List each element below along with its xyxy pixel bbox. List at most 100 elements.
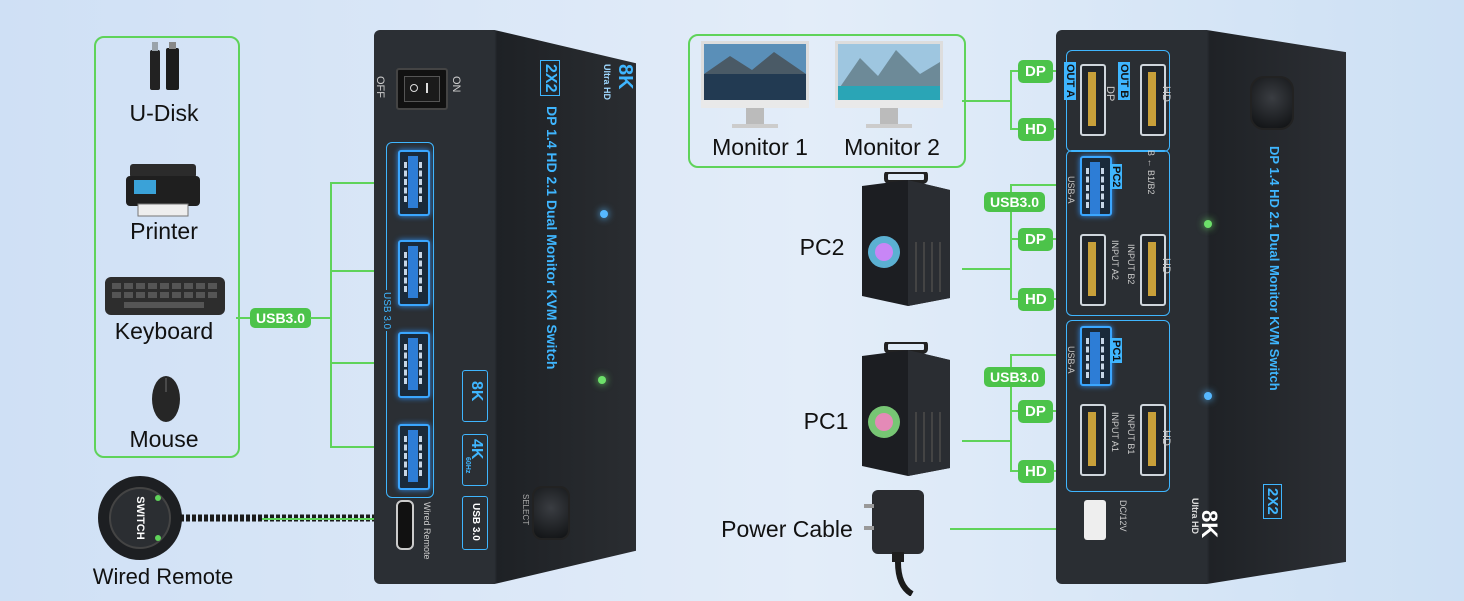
badge-4k: 4K 60Hz: [462, 434, 488, 486]
out-hd-label: HD: [1160, 86, 1172, 102]
usb-branch-line-3: [330, 362, 410, 364]
input-b2-label: INPUT B2: [1126, 244, 1136, 285]
wired-remote-label: Wired Remote: [92, 564, 234, 589]
remote-port-label: Wired Remote: [422, 502, 432, 560]
monitor-label-2: Monitor 2: [844, 134, 940, 160]
pc2-bus-line: [1010, 184, 1012, 298]
input-b2-hd-label: HD: [1160, 258, 1172, 274]
input-b1-hd-label: HD: [1160, 430, 1172, 446]
usb-branch-line-4: [330, 446, 410, 448]
usb-port-3[interactable]: [398, 332, 430, 398]
front-model-badge: 2X2: [540, 60, 560, 97]
dc-label: DC/12V: [1118, 500, 1128, 532]
tag-dp-pc2: DP: [1018, 228, 1053, 251]
monitor-connector-line: [962, 100, 1010, 102]
remote-button-text: SWITCH: [134, 496, 146, 540]
pc2-ports-frame: [1066, 150, 1170, 316]
remote-connector-line: [262, 518, 404, 520]
pc-tower-icon: [858, 170, 954, 306]
usb-connector-line: [236, 317, 254, 319]
input-a2-label: INPUT A2: [1110, 240, 1120, 280]
usb-branch-line-1: [330, 182, 410, 184]
usb-tag-left: USB3.0: [250, 308, 312, 328]
pc1-bus-line: [1010, 354, 1012, 470]
badge-8k: 8K: [462, 370, 488, 422]
mouse-icon: [150, 374, 182, 424]
usb-port-1[interactable]: [398, 150, 430, 216]
b-arrow-label: B ← B1/B2: [1146, 150, 1156, 195]
pc-label-pc2: PC2: [799, 234, 845, 260]
select-label: SELECT: [521, 494, 530, 526]
usb-connector-line: [310, 317, 330, 319]
out-a-dp-port[interactable]: [1080, 64, 1106, 136]
usb-side-label: USB 3.0: [381, 290, 392, 332]
kvm-switch-front: [374, 30, 636, 584]
input-a1-dp-port[interactable]: [1080, 404, 1106, 476]
monitor-icon: [834, 40, 944, 132]
monitor-icon: [700, 40, 810, 132]
pc1-connector-line: [962, 440, 1012, 442]
out-b-hd-port[interactable]: [1140, 64, 1166, 136]
usb-ports-frame: [386, 142, 434, 498]
badge-usb: USB 3.0: [462, 496, 488, 550]
usb-branch-line-2: [330, 270, 410, 272]
front-brand-8k: 8K: [614, 64, 636, 90]
monitor-bus-line: [1010, 70, 1012, 128]
pc1-usb-a-label: USB-A: [1066, 346, 1076, 374]
front-model-name: DP 1.4 HD 2.1 Dual Monitor KVM Switch: [544, 106, 560, 370]
pc2-usb-a-label: USB-A: [1066, 176, 1076, 204]
usb-bus-line: [330, 182, 332, 447]
input-b1-label: INPUT B1: [1126, 414, 1136, 455]
tag-hd-out: HD: [1018, 118, 1054, 141]
input-b1-hd-port[interactable]: [1140, 404, 1166, 476]
pc2-usb-port[interactable]: [1080, 156, 1112, 216]
tag-hd-pc1: HD: [1018, 460, 1054, 483]
printer-icon: [124, 160, 202, 218]
tag-dp-out: DP: [1018, 60, 1053, 83]
status-led-green: [598, 376, 606, 384]
pc-tower-icon: [858, 340, 954, 476]
select-button[interactable]: [532, 486, 570, 540]
out-b-label: OUT B: [1118, 62, 1130, 101]
out-dp-label: DP: [1104, 86, 1116, 102]
wired-remote[interactable]: SWITCH: [96, 474, 184, 562]
monitor-label-1: Monitor 1: [712, 134, 808, 160]
off-label: OFF: [374, 76, 386, 98]
status-led-blue: [600, 210, 608, 218]
usb-port-4[interactable]: [398, 424, 430, 490]
back-model-badge: 2X2: [1263, 484, 1282, 519]
pc1-label: PC1: [1110, 338, 1122, 364]
usb-stick-icon: [140, 42, 190, 94]
pc2-connector-line: [962, 268, 1012, 270]
usb-port-2[interactable]: [398, 240, 430, 306]
dc-power-port[interactable]: [1084, 500, 1106, 540]
input-b2-hd-port[interactable]: [1140, 234, 1166, 306]
pc1-usb-port[interactable]: [1080, 326, 1112, 386]
tag-hd-pc2: HD: [1018, 288, 1054, 311]
keyboard-icon: [104, 274, 226, 318]
peripheral-label-keyboard: Keyboard: [114, 318, 214, 344]
output-ports-frame: [1066, 50, 1170, 152]
select-knob[interactable]: [1250, 76, 1294, 130]
input-a1-label: INPUT A1: [1110, 412, 1120, 452]
back-brand-sub: Ultra HD: [1190, 498, 1200, 535]
status-led-green: [1204, 220, 1212, 228]
front-brand-sub: Ultra HD: [602, 64, 612, 101]
peripherals-box: [94, 36, 240, 458]
peripheral-label-udisk: U-Disk: [129, 100, 199, 126]
out-a-label: OUT A: [1064, 62, 1076, 100]
peripheral-label-printer: Printer: [130, 218, 198, 244]
pc1-ports-frame: [1066, 320, 1170, 492]
status-led-blue: [1204, 392, 1212, 400]
tag-usb-pc1: USB3.0: [984, 367, 1046, 387]
pc2-label: PC2: [1110, 164, 1122, 190]
input-a2-dp-port[interactable]: [1080, 234, 1106, 306]
peripheral-label-mouse: Mouse: [129, 426, 199, 452]
power-switch[interactable]: [396, 68, 448, 110]
pc-label-pc1: PC1: [803, 408, 849, 434]
power-adapter-icon: [862, 486, 934, 597]
power-cable-label: Power Cable: [721, 516, 853, 542]
on-label: ON: [450, 76, 462, 93]
remote-port[interactable]: [396, 500, 414, 550]
back-model-name: DP 1.4 HD 2.1 Dual Monitor KVM Switch: [1267, 146, 1282, 391]
